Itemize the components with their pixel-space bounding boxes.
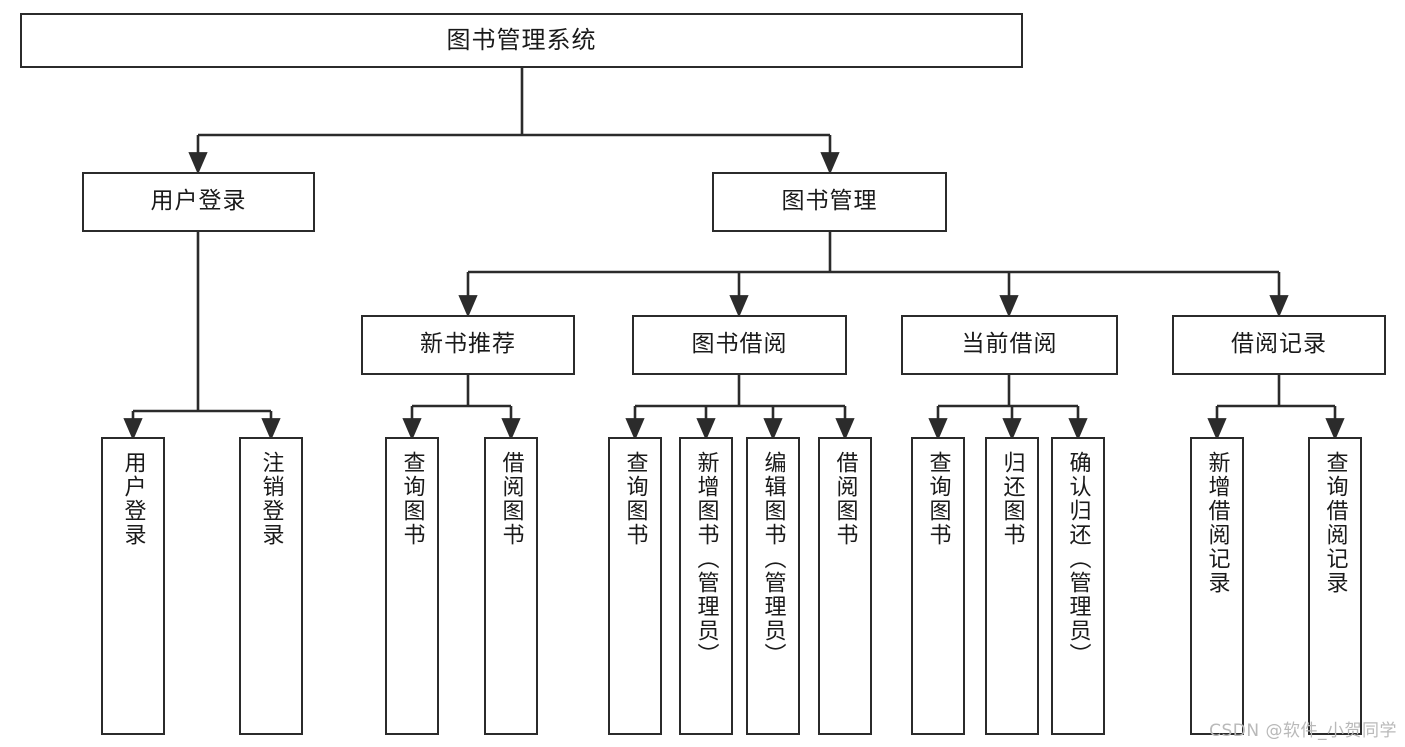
node-new-book-recommend-label: 新书推荐 [420, 331, 516, 358]
node-leaf-add-record-label: 新增借阅记录 [1204, 451, 1230, 595]
node-user-login[interactable]: 用户登录 [82, 172, 315, 232]
node-book-borrow[interactable]: 图书借阅 [632, 315, 847, 375]
node-leaf-confirm-return-label: 确认归还（管理员） [1065, 451, 1091, 667]
node-borrow-record[interactable]: 借阅记录 [1172, 315, 1386, 375]
node-leaf-edit-book[interactable]: 编辑图书（管理员） [746, 437, 800, 735]
node-book-manage-label: 图书管理 [781, 188, 878, 215]
node-leaf-borrow-book-2[interactable]: 借阅图书 [818, 437, 872, 735]
node-current-borrow-label: 当前借阅 [961, 331, 1058, 358]
node-leaf-borrow-book-1-label: 借阅图书 [498, 451, 524, 547]
node-leaf-query-book-1[interactable]: 查询图书 [385, 437, 439, 735]
node-leaf-query-book-3[interactable]: 查询图书 [911, 437, 965, 735]
node-leaf-query-record[interactable]: 查询借阅记录 [1308, 437, 1362, 735]
node-leaf-add-book[interactable]: 新增图书（管理员） [679, 437, 733, 735]
node-leaf-edit-book-label: 编辑图书（管理员） [760, 451, 786, 667]
node-leaf-add-book-label: 新增图书（管理员） [693, 451, 719, 667]
node-leaf-query-record-label: 查询借阅记录 [1322, 451, 1348, 595]
node-book-manage[interactable]: 图书管理 [712, 172, 947, 232]
node-leaf-user-login-label: 用户登录 [120, 451, 146, 547]
node-book-borrow-label: 图书借阅 [691, 331, 788, 358]
node-leaf-query-book-2-label: 查询图书 [622, 451, 648, 547]
node-leaf-return-book-label: 归还图书 [999, 451, 1025, 547]
node-leaf-query-book-1-label: 查询图书 [399, 451, 425, 547]
node-leaf-query-book-3-label: 查询图书 [925, 451, 951, 547]
node-leaf-confirm-return[interactable]: 确认归还（管理员） [1051, 437, 1105, 735]
node-user-login-label: 用户登录 [150, 188, 247, 215]
node-leaf-user-logout[interactable]: 注销登录 [239, 437, 303, 735]
node-leaf-query-book-2[interactable]: 查询图书 [608, 437, 662, 735]
node-leaf-user-logout-label: 注销登录 [258, 451, 284, 547]
node-leaf-borrow-book-2-label: 借阅图书 [832, 451, 858, 547]
node-borrow-record-label: 借阅记录 [1231, 331, 1327, 358]
node-leaf-return-book[interactable]: 归还图书 [985, 437, 1039, 735]
node-leaf-add-record[interactable]: 新增借阅记录 [1190, 437, 1244, 735]
node-root-label: 图书管理系统 [446, 26, 597, 55]
node-leaf-borrow-book-1[interactable]: 借阅图书 [484, 437, 538, 735]
watermark-text: CSDN @软件_小贺同学 [1209, 721, 1397, 741]
node-current-borrow[interactable]: 当前借阅 [901, 315, 1118, 375]
node-root[interactable]: 图书管理系统 [20, 13, 1023, 68]
node-leaf-user-login[interactable]: 用户登录 [101, 437, 165, 735]
node-new-book-recommend[interactable]: 新书推荐 [361, 315, 575, 375]
